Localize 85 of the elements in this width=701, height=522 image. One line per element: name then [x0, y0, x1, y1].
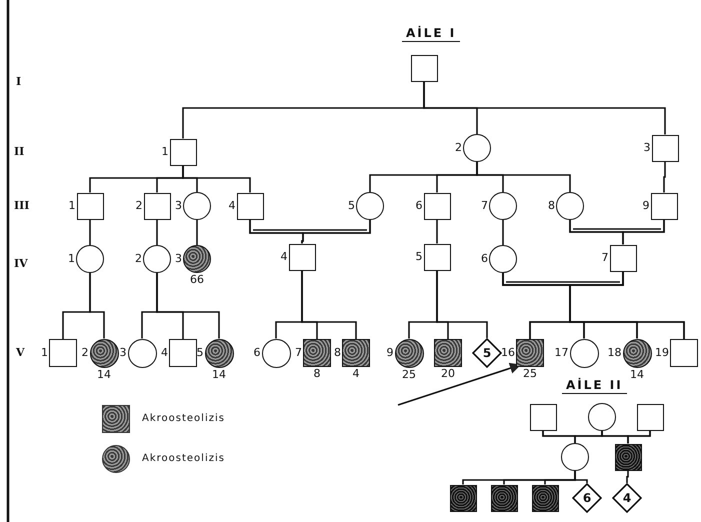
descent-line — [627, 430, 651, 444]
male-square — [410, 54, 438, 82]
individual-number: 4 — [228, 200, 236, 212]
individual-number: 4 — [280, 251, 288, 263]
male-square — [532, 484, 558, 512]
age-label: 25 — [402, 368, 416, 380]
individual-number: 7 — [295, 347, 302, 359]
descent-line — [574, 471, 588, 483]
individual-number: 2 — [82, 347, 88, 359]
individual-number: 4 — [161, 347, 168, 359]
individual-number: 19 — [655, 347, 669, 359]
proband-arrow — [398, 362, 522, 406]
generation-label: II — [14, 145, 24, 158]
individual-number: 7 — [602, 252, 608, 264]
male-square — [490, 484, 518, 512]
descent-line — [196, 220, 198, 245]
descent-line — [436, 270, 488, 338]
family-title: AİLE II — [562, 378, 627, 394]
individual-number: 3 — [120, 347, 126, 359]
age-label: 25 — [523, 368, 537, 380]
legend-label: Akroosteolizis — [142, 413, 225, 424]
age-label: 20 — [441, 368, 455, 380]
descent-line — [663, 162, 666, 192]
sibling-count: 4 — [622, 491, 632, 505]
age-label: 14 — [97, 368, 111, 380]
individual-number: 2 — [135, 253, 142, 265]
descent-line — [622, 220, 665, 244]
sex-unknown-diamond — [472, 338, 502, 368]
individual-number: 16 — [501, 347, 515, 359]
descent-line — [476, 162, 571, 192]
descent-line — [436, 220, 438, 244]
individual-number: 5 — [196, 347, 204, 359]
descent-line — [502, 220, 504, 245]
individual-number: 9 — [642, 200, 650, 212]
descent-line — [423, 82, 666, 134]
legend-label: Akroosteolizis — [142, 453, 225, 464]
generation-label: V — [16, 346, 25, 359]
descent-line — [626, 470, 629, 483]
individual-number: 1 — [68, 253, 75, 265]
age-label: 14 — [630, 368, 644, 380]
male-square — [636, 404, 664, 430]
sibling-count: 6 — [582, 491, 592, 505]
family-title: AİLE I — [402, 26, 460, 42]
descent-line — [156, 220, 158, 245]
age-label: 4 — [352, 368, 360, 380]
individual-number: 18 — [608, 347, 622, 359]
individual-number: 5 — [348, 200, 355, 212]
male-square — [450, 484, 476, 512]
individual-number: 1 — [162, 146, 168, 158]
age-label: 8 — [314, 368, 320, 380]
descent-line — [569, 272, 685, 339]
female-circle — [561, 443, 589, 471]
male-square — [530, 404, 556, 430]
individual-number: 8 — [334, 347, 341, 359]
individual-number: 2 — [455, 142, 462, 154]
descent-line — [89, 220, 91, 245]
individual-number: 5 — [416, 251, 422, 263]
descent-line — [301, 220, 371, 244]
generation-label: IV — [14, 257, 28, 270]
descent-line — [89, 273, 105, 338]
individual-number: 9 — [386, 347, 394, 359]
age-label: 66 — [190, 274, 204, 286]
descent-line — [301, 270, 357, 339]
individual-number: 1 — [41, 347, 48, 359]
sibling-count: 5 — [482, 346, 492, 360]
descent-line — [156, 273, 220, 338]
individual-number: 6 — [481, 253, 488, 265]
individual-number: 6 — [254, 347, 260, 359]
descent-line — [182, 166, 251, 192]
individual-number: 3 — [175, 200, 182, 212]
individual-number: 3 — [644, 142, 650, 154]
generation-label: I — [16, 75, 22, 88]
individual-number: 7 — [481, 200, 488, 212]
individual-number: 1 — [68, 200, 76, 212]
individual-number: 3 — [175, 253, 182, 265]
age-label: 14 — [212, 368, 226, 380]
individual-number: 2 — [136, 200, 142, 212]
individual-number: 6 — [416, 200, 422, 212]
individual-number: 8 — [548, 200, 555, 212]
female-circle — [588, 403, 616, 431]
sex-unknown-diamond — [612, 483, 642, 513]
generation-label: III — [14, 199, 30, 212]
male-square — [614, 444, 642, 470]
individual-number: 17 — [554, 347, 568, 359]
sex-unknown-diamond — [572, 483, 602, 513]
